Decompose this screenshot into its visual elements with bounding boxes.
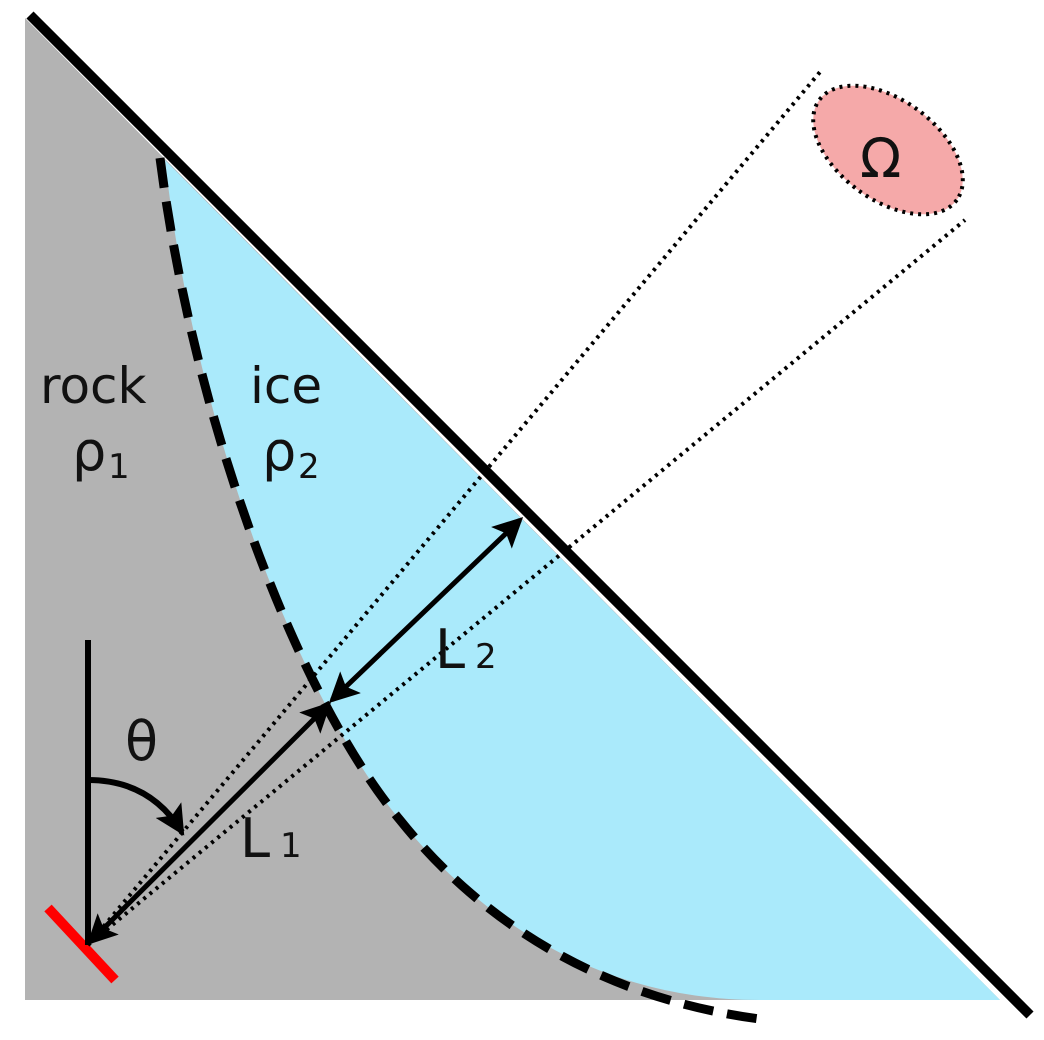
ice-label: ice [250,357,322,415]
rock-density-index: 1 [108,447,130,487]
rock-density-symbol: ρ [72,420,106,483]
zenith-angle-symbol: θ [125,710,158,773]
rock-label: rock [40,357,147,415]
l1-symbol: L [240,807,270,870]
solid-angle-ellipse [811,83,965,217]
surface-line [26,11,1034,1019]
l1-index: 1 [280,826,302,866]
solid-angle-symbol: Ω [860,127,901,190]
l2-symbol: L [435,618,465,681]
ice-density-symbol: ρ [262,420,296,483]
l2-arrow [328,517,524,703]
ice-region [165,160,1000,1000]
l2-index: 2 [475,637,497,677]
ice-rock-boundary [155,157,769,1025]
acceptance-cone [86,70,967,947]
l1-arrow [86,701,332,946]
detector-marker [44,904,119,984]
ice-density-index: 2 [298,447,320,487]
